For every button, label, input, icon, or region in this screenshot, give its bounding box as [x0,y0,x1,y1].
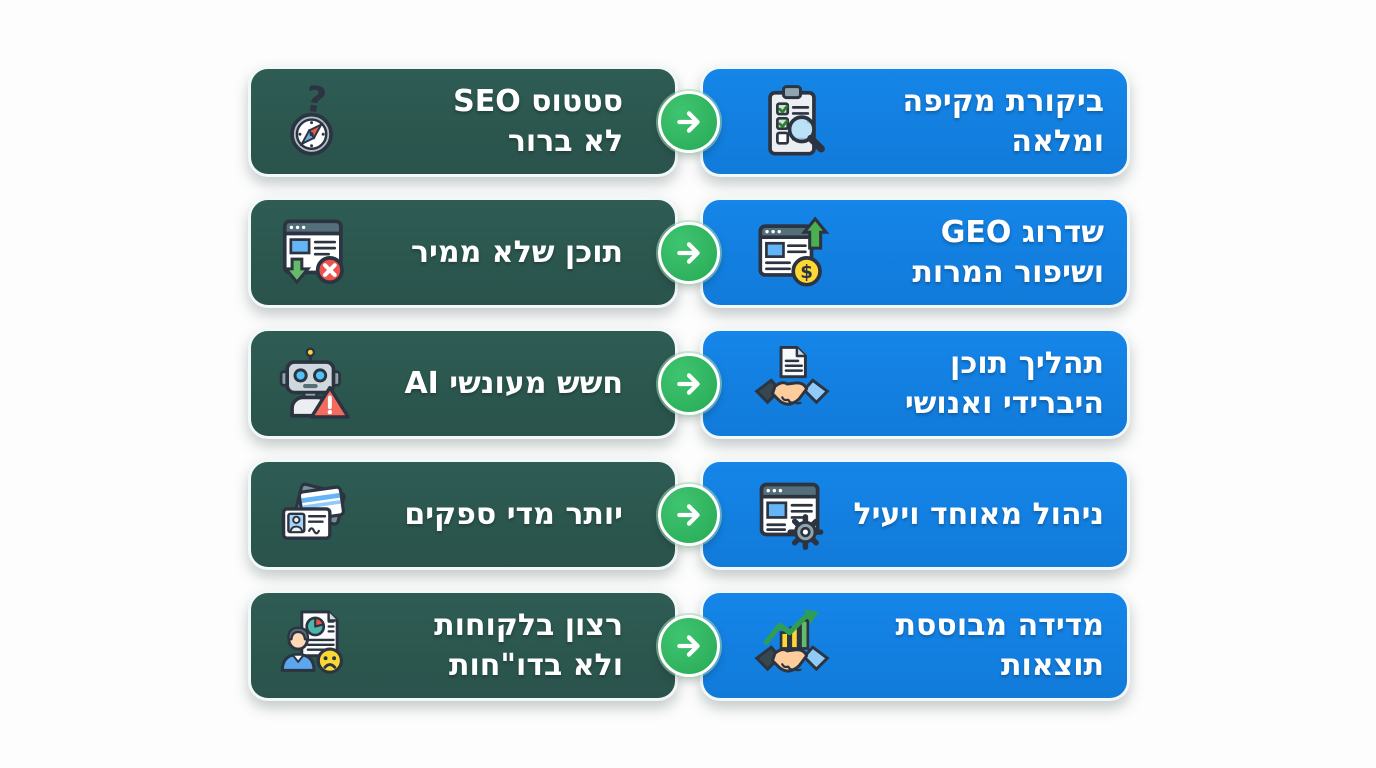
problem-label: חשש מעונשי AI [404,365,623,401]
problem-box: חשש מעונשי AI [248,328,678,439]
right-arrow-icon [658,352,720,415]
problem-box: יותר מדי ספקים [248,459,678,570]
transformation-row: ? סטטוס SEO לא ברור [248,66,1130,177]
handshake-growth-icon [751,607,833,685]
right-arrow-icon [658,221,720,284]
robot-warning-icon [273,345,355,423]
rows-stack: ? סטטוס SEO לא ברור [248,66,1130,701]
problem-label: תוכן שלא ממיר [410,234,623,270]
compass-question-icon: ? [273,83,355,161]
webpage-growth-dollar-icon: $ [751,214,833,292]
transformation-row: רצון בלקוחות ולא בדו"חות [248,590,1130,701]
solution-label: ניהול מאוחד ויעיל [853,496,1104,532]
transformation-row: חשש מעונשי AI [248,328,1130,439]
transformation-row: תוכן שלא ממיר [248,197,1130,308]
problem-box: תוכן שלא ממיר [248,197,678,308]
right-arrow-icon [658,90,720,153]
problem-label: סטטוס SEO לא ברור [453,83,623,159]
solution-label: שדרוג GEO ושיפור המרות [912,214,1104,290]
problem-box: ? סטטוס SEO לא ברור [248,66,678,177]
right-arrow-icon [658,483,720,546]
solution-box: ניהול מאוחד ויעיל [700,459,1130,570]
webpage-decline-error-icon [273,214,355,292]
webpage-gear-icon [751,476,833,554]
solution-label: ביקורת מקיפה ומלאה [902,83,1105,159]
transformation-row: יותר מדי ספקים [248,459,1130,570]
solution-label: תהליך תוכן היברידי ואנושי [904,345,1104,421]
problem-label: יותר מדי ספקים [404,496,623,532]
solution-box: ביקורת מקיפה ומלאה [700,66,1130,177]
right-arrow-icon [658,614,720,677]
solution-box: מדידה מבוססת תוצאות [700,590,1130,701]
solution-box: תהליך תוכן היברידי ואנושי [700,328,1130,439]
handshake-document-icon [751,345,833,423]
svg-text:$: $ [800,261,813,282]
checklist-magnifier-icon [751,83,833,161]
solution-label: מדידה מבוססת תוצאות [895,607,1104,683]
problem-label: רצון בלקוחות ולא בדו"חות [434,607,623,683]
vendor-cards-icon [273,476,355,554]
problem-box: רצון בלקוחות ולא בדו"חות [248,590,678,701]
person-report-sad-icon [273,607,355,685]
solution-box: $ שדרוג GEO ושיפור המרות [700,197,1130,308]
